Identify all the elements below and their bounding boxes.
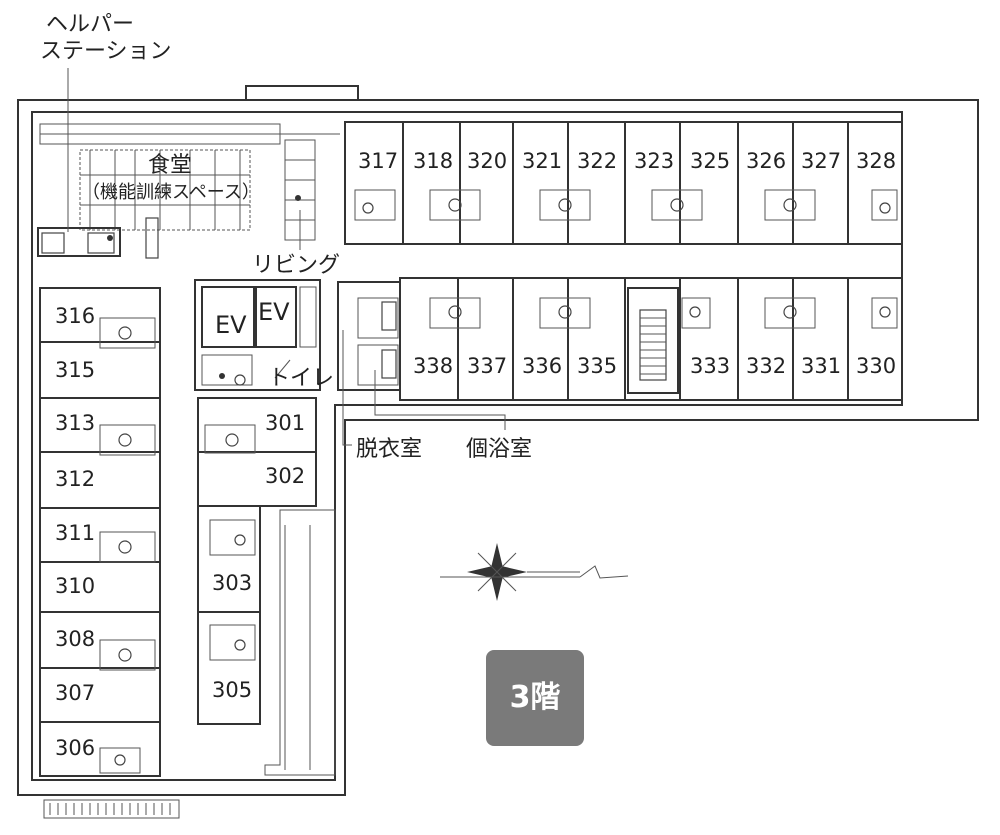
leader-lines <box>67 68 506 446</box>
room-number: 323 <box>634 149 674 173</box>
room-number: 338 <box>413 354 453 378</box>
private-bath-label: 個浴室 <box>466 437 532 462</box>
room-number: 312 <box>55 467 95 491</box>
dining-area <box>37 123 340 259</box>
room-number: 332 <box>746 354 786 378</box>
changing-room-label: 脱衣室 <box>356 437 422 462</box>
room-number: 326 <box>746 149 786 173</box>
room-number: 303 <box>212 571 252 595</box>
room-number: 305 <box>212 678 252 702</box>
room-number: 322 <box>577 149 617 173</box>
helper-station-label-line1: ヘルパー <box>46 12 134 37</box>
north-room-row <box>344 121 903 245</box>
room-number: 302 <box>265 464 305 488</box>
room-number: 330 <box>856 354 896 378</box>
room-number: 301 <box>265 411 305 435</box>
floor-badge-label: 3階 <box>509 680 561 715</box>
room-number: 307 <box>55 681 95 705</box>
room-number: 325 <box>690 149 730 173</box>
staircase <box>627 287 679 394</box>
room-number: 337 <box>467 354 507 378</box>
room-number: 308 <box>55 627 95 651</box>
room-number: 311 <box>55 521 95 545</box>
room-number: 313 <box>55 411 95 435</box>
room-number: 333 <box>690 354 730 378</box>
helper-station-label-line2: ステーション <box>40 39 172 64</box>
room-number: 316 <box>55 304 95 328</box>
room-number: 328 <box>856 149 896 173</box>
elevator-label-2: EV <box>258 298 290 326</box>
elevator-label-1: EV <box>215 311 247 339</box>
room-number: 317 <box>358 149 398 173</box>
room-number: 318 <box>413 149 453 173</box>
compass-rose-icon <box>440 543 580 601</box>
center-room-column <box>197 397 336 776</box>
room-number: 320 <box>467 149 507 173</box>
room-number: 306 <box>55 736 95 760</box>
bath-area <box>337 281 401 391</box>
dining-sub-label: （機能訓練スペース） <box>82 182 260 203</box>
elevator-core <box>194 279 321 391</box>
room-number: 335 <box>577 354 617 378</box>
living-label: リビング <box>252 253 340 278</box>
south-room-row <box>399 277 903 401</box>
floor-badge <box>486 650 584 746</box>
building-outline <box>17 85 979 819</box>
west-room-column <box>39 287 161 777</box>
room-number: 336 <box>522 354 562 378</box>
room-number: 310 <box>55 574 95 598</box>
room-number: 331 <box>801 354 841 378</box>
north-indicator-icon <box>579 565 629 579</box>
room-number: 327 <box>801 149 841 173</box>
dining-label: 食堂 <box>148 153 192 178</box>
toilet-label: トイレ <box>268 366 334 391</box>
room-number: 321 <box>522 149 562 173</box>
room-number: 315 <box>55 358 95 382</box>
